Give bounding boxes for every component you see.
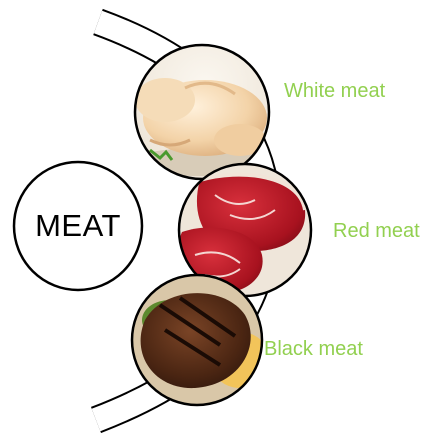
center-label: MEAT [14, 162, 142, 290]
red-meat-label: Red meat [333, 221, 420, 241]
white-meat-label: White meat [284, 81, 385, 101]
black-meat-label: Black meat [264, 339, 363, 359]
